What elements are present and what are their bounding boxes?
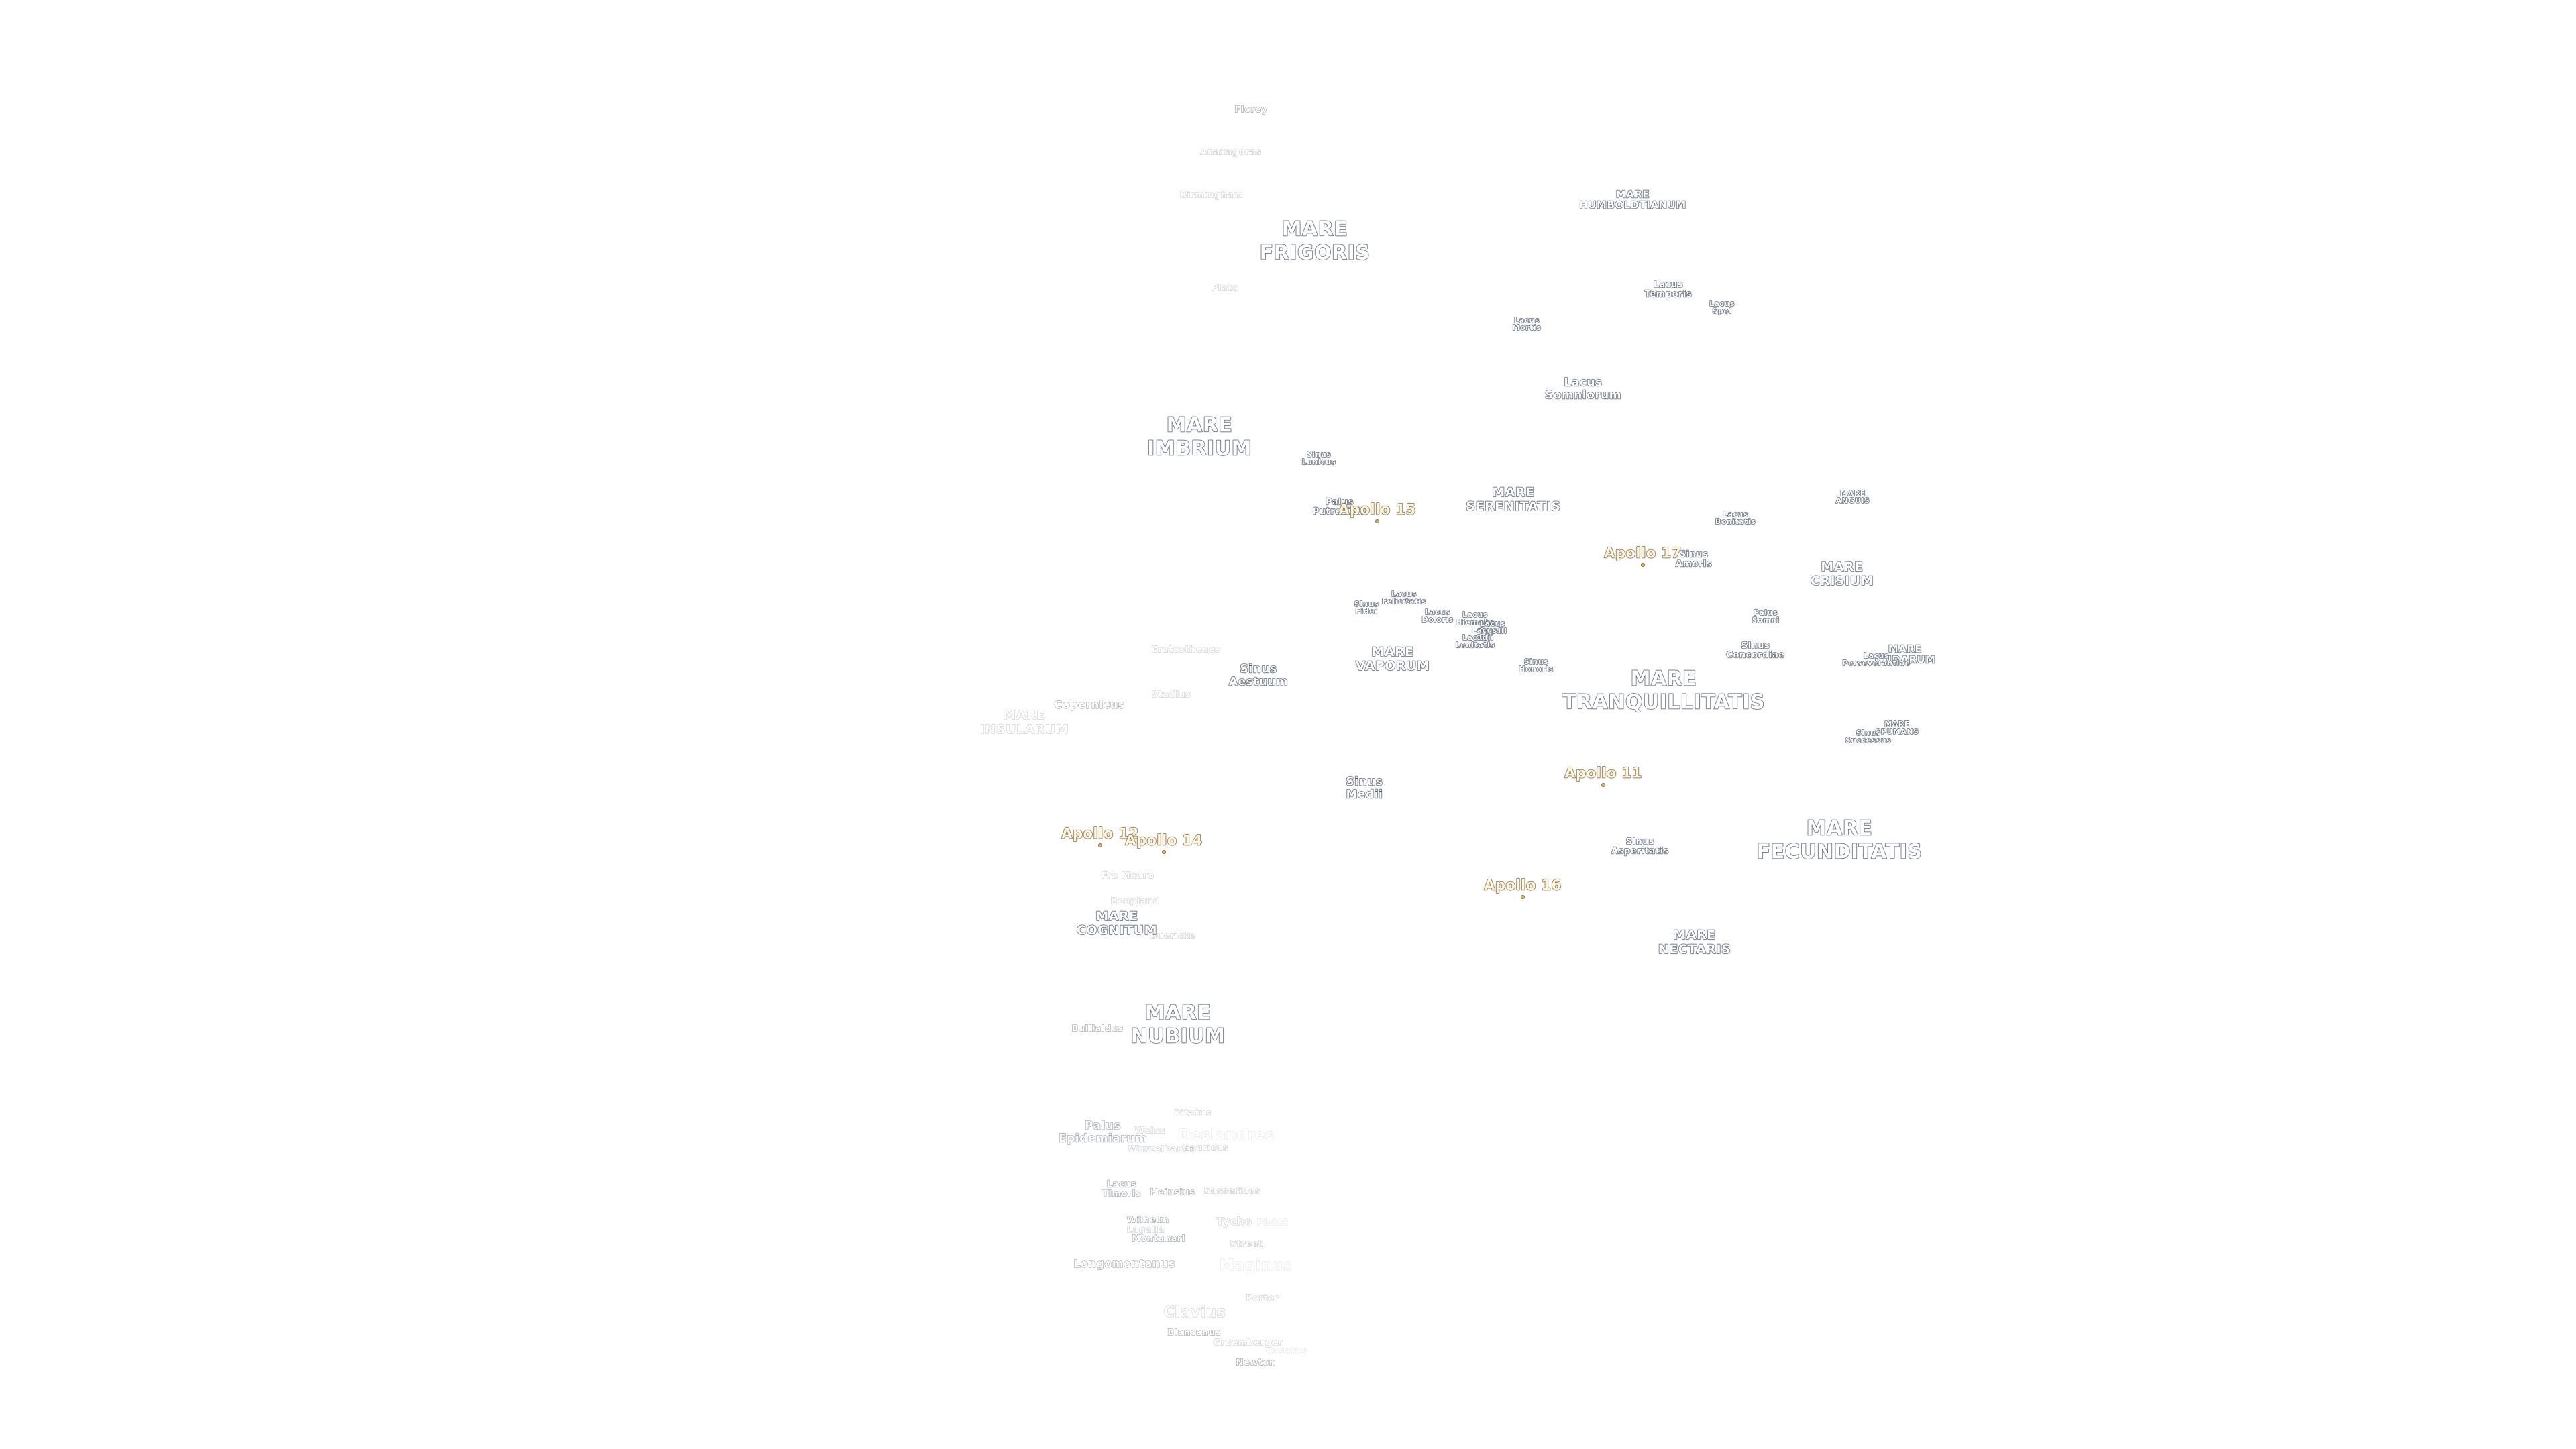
feature-label-sinus-aestuum: Sinus Aestuum — [1228, 662, 1289, 688]
feature-label-longomontanus: Longomontanus — [1073, 1257, 1175, 1270]
feature-label-mare-frigoris: MARE FRIGORIS — [1259, 217, 1371, 264]
feature-label-sinus-amoris: Sinus Amoris — [1675, 549, 1713, 569]
feature-label-casatus: Casatus — [1266, 1346, 1307, 1357]
apollo-label-apollo-12: Apollo 12 — [1061, 825, 1139, 842]
feature-label-eratosthenes: Eratosthenes — [1151, 645, 1221, 655]
feature-label-mare-undarum: MARE UNDARUM — [1874, 643, 1936, 665]
feature-label-copernicus: Copernicus — [1054, 698, 1125, 711]
feature-label-lacus-felicitatis: Lacus Felicitatis — [1381, 590, 1427, 606]
feature-label-mare-nectaris: MARE NECTARIS — [1658, 928, 1731, 957]
feature-label-lacus-somniorum: Lacus Somniorum — [1544, 376, 1621, 402]
feature-label-sinus-medii: Sinus Medii — [1346, 775, 1383, 801]
feature-label-mare-imbrium: MARE IMBRIUM — [1146, 413, 1252, 460]
feature-label-clavius: Clavius — [1163, 1304, 1226, 1321]
feature-label-palus-epidemiarum: Palus Epidemiarum — [1058, 1119, 1148, 1145]
feature-label-mare-nubium: MARE NUBIUM — [1130, 1001, 1226, 1048]
feature-label-lacus-gaudii: Lacus Gaudii — [1478, 619, 1507, 635]
feature-label-sinus-lunicus: Sinus Lunicus — [1301, 450, 1336, 466]
feature-label-bullialdus: Bullialdus — [1071, 1024, 1124, 1034]
feature-label-anaxagoras: Anaxagoras — [1200, 147, 1262, 158]
feature-label-lacus-temporis: Lacus Temporis — [1644, 280, 1693, 299]
apollo-label-apollo-16: Apollo 16 — [1484, 877, 1562, 894]
apollo-site-marker-apollo-17 — [1641, 563, 1645, 567]
feature-label-mare-crisium: MARE CRISIUM — [1810, 559, 1874, 588]
feature-label-wilhelm: Wilhelm — [1126, 1215, 1169, 1226]
feature-label-montanari: Montanari — [1132, 1234, 1185, 1244]
feature-label-mare-cognitum: MARE COGNITUM — [1076, 909, 1157, 938]
feature-label-guericke: Guericke — [1149, 931, 1196, 942]
feature-label-street: Street — [1230, 1239, 1263, 1250]
feature-label-gauricus: Gauricus — [1182, 1143, 1229, 1154]
apollo-site-marker-apollo-14 — [1162, 850, 1166, 854]
feature-label-porter: Porter — [1246, 1293, 1279, 1304]
feature-label-sinus-fidei: Sinus Fidei — [1354, 600, 1379, 616]
feature-label-wurzelbauer: Wurzelbauer — [1128, 1144, 1195, 1155]
feature-label-mare-anguis: MARE ANGUIS — [1835, 489, 1870, 505]
apollo-label-apollo-15: Apollo 15 — [1338, 501, 1416, 518]
apollo-site-marker-apollo-11 — [1601, 783, 1605, 787]
apollo-label-apollo-11: Apollo 11 — [1564, 765, 1642, 782]
apollo-site-marker-apollo-16 — [1521, 895, 1525, 899]
feature-label-pictet: Pictet — [1257, 1218, 1288, 1228]
feature-label-florey: Florey — [1234, 105, 1268, 115]
feature-label-sasserides: Sasserides — [1203, 1186, 1261, 1197]
apollo-label-apollo-17: Apollo 17 — [1604, 545, 1682, 561]
feature-label-pitatus: Pitatus — [1174, 1108, 1212, 1119]
feature-label-weiss: Weiss — [1134, 1126, 1165, 1136]
feature-label-birmingham: Birmingham — [1180, 190, 1243, 201]
feature-label-plato: Plato — [1211, 283, 1239, 294]
apollo-label-apollo-14: Apollo 14 — [1125, 832, 1203, 849]
feature-label-mare-vaporum: MARE VAPORUM — [1355, 645, 1430, 674]
feature-label-tycho: Tycho — [1216, 1215, 1252, 1228]
feature-label-sinus-concordiae: Sinus Concordiae — [1726, 641, 1785, 660]
apollo-site-marker-apollo-12 — [1098, 843, 1102, 847]
feature-label-mare-serenitatis: MARE SERENITATIS — [1466, 485, 1561, 514]
feature-label-mare-insularum: MARE INSULARUM — [979, 708, 1069, 737]
feature-label-lacus-timoris: Lacus Timoris — [1102, 1179, 1141, 1199]
feature-label-newton: Newton — [1236, 1358, 1276, 1368]
feature-label-blancanus: Blancanus — [1167, 1328, 1221, 1338]
feature-label-lacus-hiemalis: Lacus Hiemalis — [1456, 610, 1495, 627]
feature-label-lacus-mortis: Lacus Mortis — [1512, 316, 1542, 332]
feature-label-mare-spumans: MARE SPUMANS — [1875, 720, 1919, 736]
feature-label-mare-humboldtianum: MARE HUMBOLDTIANUM — [1579, 188, 1686, 211]
feature-label-lacus-doloris: Lacus Doloris — [1421, 608, 1454, 624]
feature-label-sinus-honoris: Sinus Honoris — [1519, 657, 1554, 674]
feature-label-palus-somni: Palus Somni — [1752, 608, 1780, 625]
feature-label-heinsius: Heinsius — [1150, 1187, 1195, 1198]
feature-label-deslandres: Deslandres — [1178, 1127, 1275, 1144]
feature-label-lacus-perseverantiae: Lacus Perseverantiae — [1842, 651, 1911, 667]
feature-label-bonpland: Bonpland — [1110, 896, 1160, 907]
feature-label-lagalla: Lagalla — [1126, 1225, 1165, 1236]
apollo-site-marker-apollo-15 — [1375, 519, 1379, 523]
feature-label-maginus: Maginus — [1220, 1257, 1292, 1274]
feature-label-sinus-asperitatis: Sinus Asperitatis — [1611, 837, 1669, 856]
feature-label-palus-putredinis: Palus Putredinis — [1312, 497, 1367, 517]
feature-label-sinus-successus: Sinus Successus — [1845, 729, 1892, 745]
feature-label-stadius: Stadius — [1151, 690, 1191, 700]
feature-label-lacus-odii: Lacus Odii — [1471, 626, 1497, 642]
feature-label-gruemberger: Gruemberger — [1213, 1338, 1283, 1348]
feature-label-mare-tranquillitatis: MARE TRANQUILLITATIS — [1562, 667, 1766, 714]
feature-label-lacus-lenitatis: Lacus Lenitatis — [1455, 633, 1495, 649]
feature-label-lacus-bonitatis: Lacus Bonitatis — [1715, 510, 1756, 526]
feature-label-lacus-spei: Lacus Spei — [1709, 299, 1735, 315]
feature-label-mare-fecunditatis: MARE FECUNDITATIS — [1756, 816, 1923, 863]
feature-label-fra-mauro: Fra Mauro — [1101, 871, 1155, 881]
